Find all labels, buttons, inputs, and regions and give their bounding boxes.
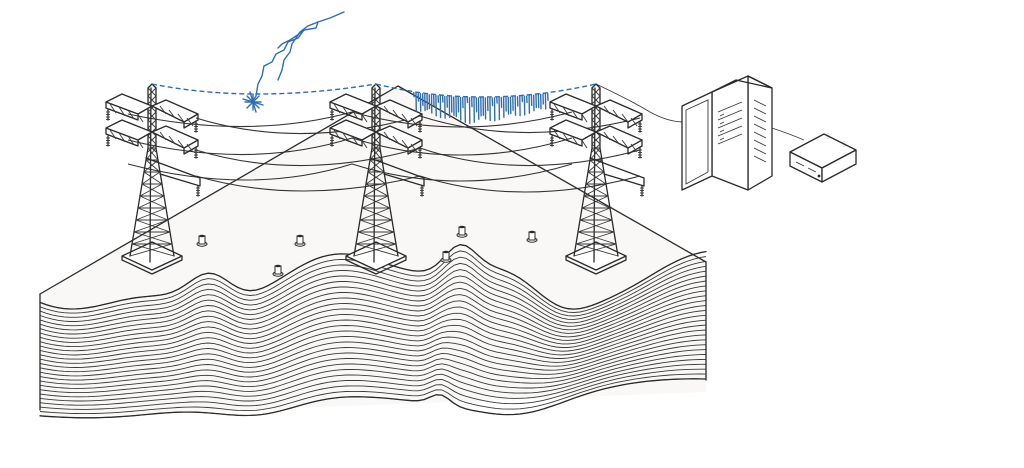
stratum-line <box>39 300 707 352</box>
conductor-line-mid <box>127 137 573 156</box>
stratum-line <box>39 349 707 394</box>
stratum-line <box>39 319 707 368</box>
terrain-top-edge <box>39 85 707 295</box>
cabinet-front <box>712 76 748 190</box>
lightning-bolt-branch-1 <box>277 21 319 81</box>
stratum-line <box>39 285 707 339</box>
tower-middle <box>329 83 425 275</box>
lightning-strike <box>242 11 345 113</box>
ground-sensor-icon <box>456 225 468 238</box>
lightning-bolt-main <box>251 11 345 103</box>
stratum-line <box>39 269 707 327</box>
stratum-line <box>39 309 707 360</box>
tower-right <box>549 83 645 275</box>
ground-sensor-icon <box>526 230 538 243</box>
ground-sensor-icon <box>440 250 452 263</box>
tower-crossarms <box>329 93 425 187</box>
conductor-line-upper <box>127 111 573 128</box>
ground-wire-span-left <box>151 83 377 95</box>
stratum-line <box>39 334 707 381</box>
strike-flash-icon <box>242 91 264 113</box>
stratum-line <box>39 363 706 406</box>
stratum-line <box>39 290 707 343</box>
insulator-strings <box>550 109 644 197</box>
data-link-cable <box>771 127 805 141</box>
stratum-line <box>39 344 707 389</box>
ground-sensor-icon <box>294 234 306 247</box>
fiber-cable-to-cabinet <box>595 83 685 123</box>
insulator-strings <box>106 109 200 197</box>
stratum-line <box>39 314 707 364</box>
server-cabinet <box>681 75 773 191</box>
cabinet-open-door <box>682 92 712 190</box>
ground-wire-span-right <box>375 83 597 98</box>
stratum-line <box>39 324 707 373</box>
insulator-strings <box>330 109 424 197</box>
ground-sensor-icon <box>196 234 208 247</box>
receiver-led-icon <box>817 174 821 178</box>
stratum-line <box>39 368 706 410</box>
cabinet-side <box>748 76 772 190</box>
stratum-line <box>39 373 707 415</box>
stratum-line <box>39 256 707 318</box>
stratum-line <box>39 275 707 331</box>
ground-sensors <box>196 225 538 277</box>
stratum-line <box>39 280 707 335</box>
icing-on-ground-wire <box>413 92 549 125</box>
receiver-unit <box>789 133 857 183</box>
stratum-line <box>39 354 707 398</box>
stratum-line <box>39 358 707 402</box>
stratum-line <box>39 329 707 377</box>
stratum-line <box>39 295 707 348</box>
ground-wire <box>151 83 597 98</box>
terrain-bottom-edge <box>39 378 707 419</box>
ground-sensor-icon <box>272 264 284 277</box>
tower-left <box>105 83 201 275</box>
stratum-line <box>39 339 707 385</box>
conductor-line-lower-2 <box>127 163 573 182</box>
stratum-line <box>39 262 707 322</box>
tower-crossarms <box>105 93 201 187</box>
soil-strata-lines <box>39 244 707 419</box>
stratum-line <box>39 305 707 356</box>
tower-crossarms <box>549 93 645 187</box>
lightning-bolt-branch-2 <box>277 29 305 49</box>
